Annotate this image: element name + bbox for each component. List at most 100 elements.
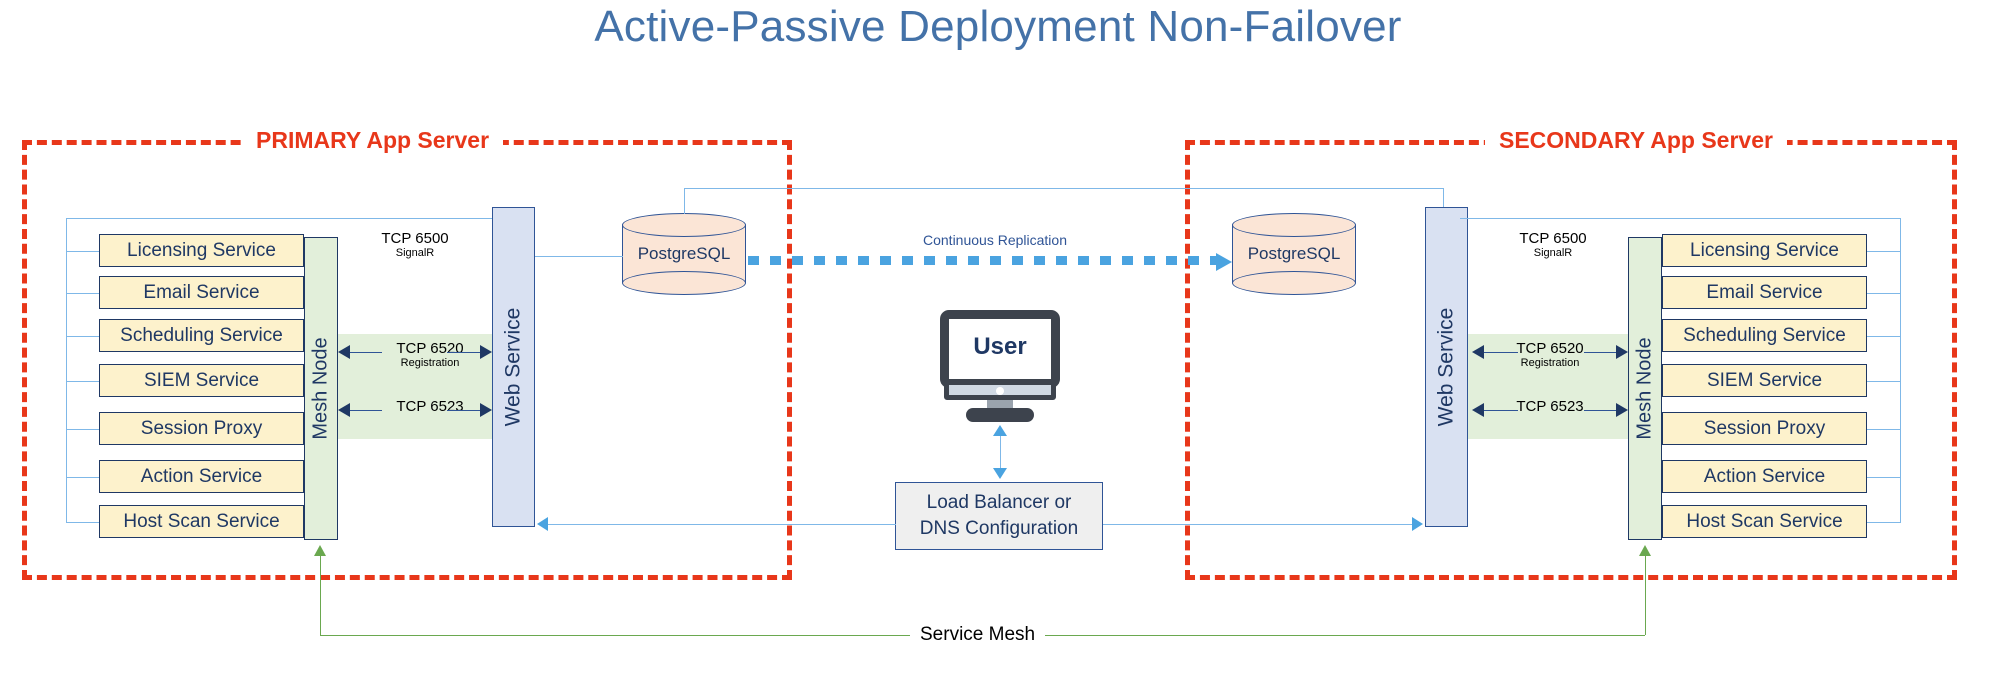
secondary-web-service-label: Web Service bbox=[1434, 307, 1458, 427]
secondary-postgresql-label: PostgreSQL bbox=[1247, 244, 1341, 263]
secondary-service-email[interactable]: Email Service bbox=[1662, 276, 1867, 309]
primary-service-host-scan[interactable]: Host Scan Service bbox=[99, 505, 304, 538]
primary-mesh-node[interactable]: Mesh Node bbox=[304, 237, 338, 540]
db-cylinder-bottom bbox=[1232, 271, 1356, 295]
primary-port-band bbox=[336, 334, 496, 439]
primary-postgresql-database[interactable]: PostgreSQL bbox=[622, 213, 746, 295]
secondary-port-band bbox=[1468, 334, 1628, 439]
secondary-6523-arrowhead-right bbox=[1616, 403, 1628, 417]
monitor-screen: User bbox=[940, 310, 1060, 388]
primary-6520-arrow-line-left bbox=[342, 352, 382, 353]
primary-service-licensing[interactable]: Licensing Service bbox=[99, 234, 304, 267]
secondary-service-session-proxy-label: Session Proxy bbox=[1703, 417, 1826, 439]
secondary-stub-5 bbox=[1867, 429, 1901, 430]
secondary-port-6500: TCP 6500 SignalR bbox=[1488, 230, 1618, 259]
primary-postgresql-label: PostgreSQL bbox=[637, 244, 731, 263]
secondary-web-service[interactable]: Web Service bbox=[1425, 207, 1468, 527]
primary-service-siem[interactable]: SIEM Service bbox=[99, 364, 304, 397]
continuous-replication-line bbox=[748, 256, 1218, 265]
primary-db-riser bbox=[684, 188, 685, 214]
secondary-service-host-scan[interactable]: Host Scan Service bbox=[1662, 505, 1867, 538]
lb-to-secondary-link bbox=[1103, 524, 1413, 525]
db-cylinder-bottom bbox=[622, 271, 746, 295]
service-mesh-secondary-riser bbox=[1645, 555, 1646, 635]
primary-app-server-label: PRIMARY App Server bbox=[242, 127, 504, 154]
service-mesh-secondary-arrowhead bbox=[1639, 545, 1651, 556]
primary-stub-7 bbox=[66, 522, 100, 523]
primary-stub-5 bbox=[66, 429, 100, 430]
primary-service-scheduling-label: Scheduling Service bbox=[120, 324, 283, 346]
primary-service-action-label: Action Service bbox=[140, 465, 263, 487]
secondary-service-licensing-label: Licensing Service bbox=[1690, 239, 1839, 261]
secondary-port-6500-sub: SignalR bbox=[1533, 247, 1573, 259]
primary-app-server-boundary: PRIMARY App Server bbox=[22, 127, 792, 580]
primary-service-email[interactable]: Email Service bbox=[99, 276, 304, 309]
page-title: Active-Passive Deployment Non-Failover bbox=[594, 2, 1402, 51]
secondary-stub-3 bbox=[1867, 336, 1901, 337]
monitor-base bbox=[966, 408, 1034, 422]
secondary-service-scheduling-label: Scheduling Service bbox=[1683, 324, 1846, 346]
primary-port-6500-sub: SignalR bbox=[395, 247, 435, 259]
secondary-port-6520-value: TCP 6520 bbox=[1516, 340, 1584, 357]
primary-stub-6 bbox=[66, 477, 100, 478]
secondary-service-session-proxy[interactable]: Session Proxy bbox=[1662, 412, 1867, 445]
continuous-replication-arrowhead bbox=[1216, 253, 1232, 271]
secondary-app-server-boundary: SECONDARY App Server bbox=[1185, 127, 1957, 580]
secondary-port-6500-value: TCP 6500 bbox=[1519, 230, 1587, 247]
secondary-stub-7 bbox=[1867, 522, 1901, 523]
secondary-mesh-node[interactable]: Mesh Node bbox=[1628, 237, 1662, 540]
secondary-service-action[interactable]: Action Service bbox=[1662, 460, 1867, 493]
secondary-6520-arrowhead-left bbox=[1472, 345, 1484, 359]
primary-6523-arrowhead-left bbox=[338, 403, 350, 417]
secondary-port-6520: TCP 6520 Registration bbox=[1490, 340, 1610, 369]
user-workstation: User bbox=[940, 310, 1060, 422]
primary-6523-arrow-line-left bbox=[342, 410, 382, 411]
primary-service-bus-vline bbox=[66, 218, 67, 523]
primary-service-email-label: Email Service bbox=[143, 281, 260, 303]
primary-service-session-proxy-label: Session Proxy bbox=[140, 417, 263, 439]
load-balancer-line-2: DNS Configuration bbox=[919, 518, 1079, 539]
primary-stub-4 bbox=[66, 381, 100, 382]
primary-port-6523-value: TCP 6523 bbox=[396, 398, 464, 415]
lb-to-primary-arrowhead bbox=[537, 517, 548, 531]
primary-service-session-proxy[interactable]: Session Proxy bbox=[99, 412, 304, 445]
primary-service-action[interactable]: Action Service bbox=[99, 460, 304, 493]
primary-port-6523: TCP 6523 bbox=[370, 398, 490, 415]
user-label: User bbox=[973, 333, 1027, 360]
secondary-service-email-label: Email Service bbox=[1706, 281, 1823, 303]
secondary-stub-6 bbox=[1867, 477, 1901, 478]
lb-to-primary-link bbox=[548, 524, 896, 525]
secondary-6520-arrowhead-right bbox=[1616, 345, 1628, 359]
secondary-port-6520-sub: Registration bbox=[1520, 357, 1580, 369]
user-lb-arrow-up bbox=[993, 425, 1007, 436]
primary-port-6520-value: TCP 6520 bbox=[396, 340, 464, 357]
primary-mesh-node-label: Mesh Node bbox=[309, 337, 332, 440]
primary-6523-arrowhead-right bbox=[480, 403, 492, 417]
secondary-service-siem-label: SIEM Service bbox=[1706, 369, 1823, 391]
secondary-6520-arrow-line-right bbox=[1584, 352, 1624, 353]
secondary-service-licensing[interactable]: Licensing Service bbox=[1662, 234, 1867, 267]
secondary-service-bus-vline bbox=[1900, 218, 1901, 523]
cross-site-top-link bbox=[684, 188, 1444, 189]
secondary-postgresql-database[interactable]: PostgreSQL bbox=[1232, 213, 1356, 295]
primary-port-6500-value: TCP 6500 bbox=[381, 230, 449, 247]
secondary-service-scheduling[interactable]: Scheduling Service bbox=[1662, 319, 1867, 352]
secondary-stub-4 bbox=[1867, 381, 1901, 382]
user-lb-link bbox=[1000, 432, 1001, 470]
primary-6523-arrow-line-right bbox=[447, 410, 489, 411]
monitor-power-dot-icon bbox=[996, 387, 1004, 395]
primary-port-6520: TCP 6520 Registration bbox=[370, 340, 490, 369]
primary-service-host-scan-label: Host Scan Service bbox=[123, 510, 280, 532]
primary-service-scheduling[interactable]: Scheduling Service bbox=[99, 319, 304, 352]
secondary-6523-arrow-line-right bbox=[1584, 410, 1624, 411]
primary-6520-arrowhead-left bbox=[338, 345, 350, 359]
primary-6520-arrowhead-right bbox=[480, 345, 492, 359]
load-balancer-box[interactable]: Load Balancer or DNS Configuration bbox=[895, 482, 1103, 550]
primary-web-service-label: Web Service bbox=[501, 307, 525, 427]
primary-6520-arrow-line-right bbox=[447, 352, 489, 353]
secondary-mesh-node-label: Mesh Node bbox=[1633, 337, 1656, 440]
secondary-service-siem[interactable]: SIEM Service bbox=[1662, 364, 1867, 397]
secondary-service-action-label: Action Service bbox=[1703, 465, 1826, 487]
primary-stub-1 bbox=[66, 251, 100, 252]
primary-web-service[interactable]: Web Service bbox=[492, 207, 535, 527]
